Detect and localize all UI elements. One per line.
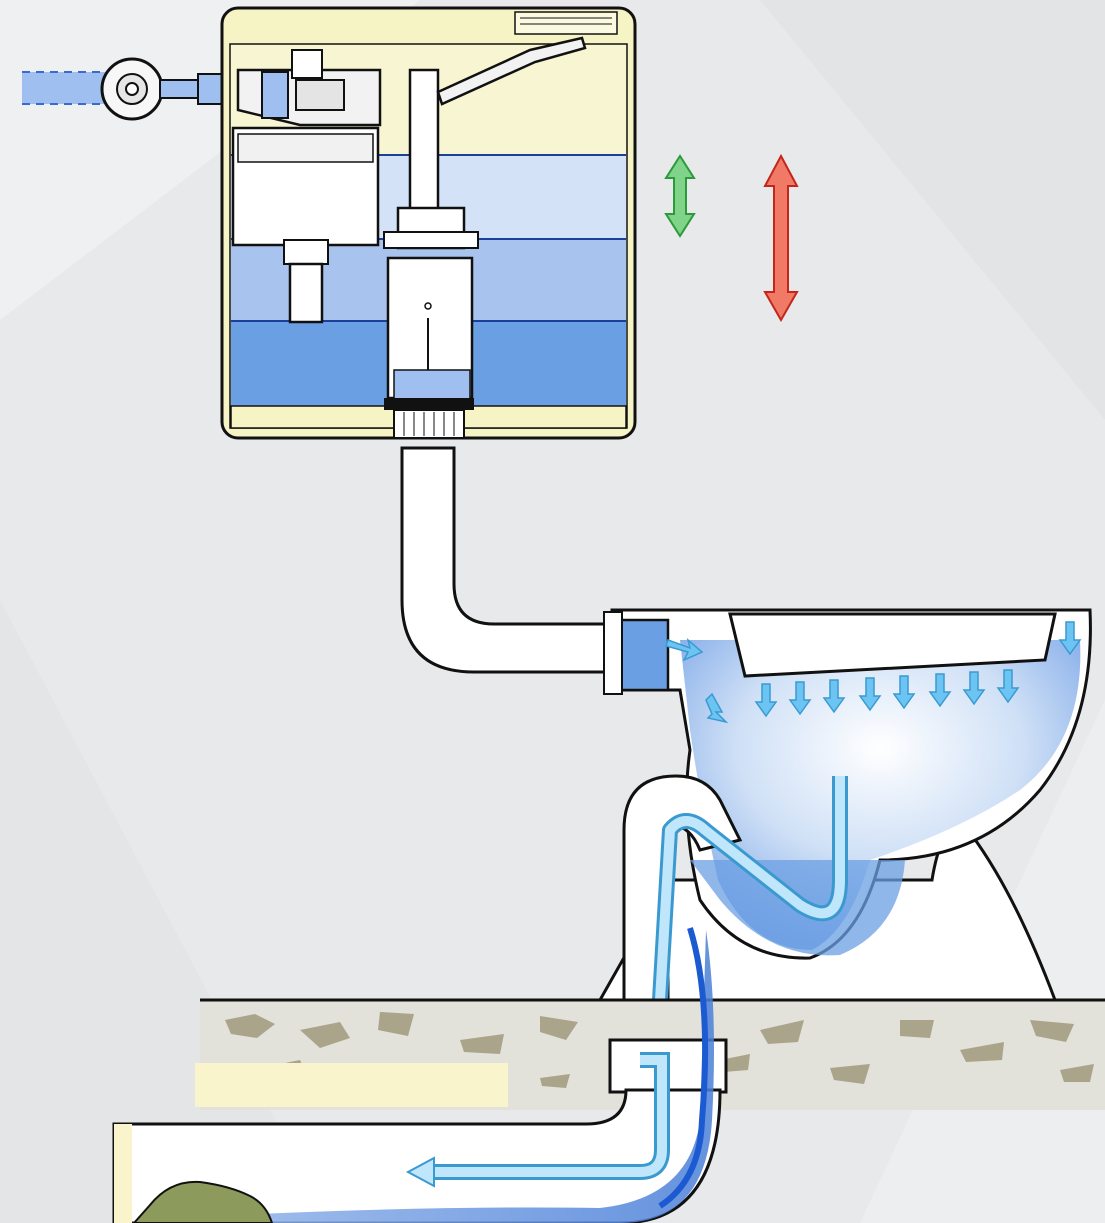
- full-flush-level-arrow: [763, 153, 799, 323]
- soil-pipe: [112, 927, 728, 1223]
- water-inlet-pipe: [22, 71, 114, 105]
- flush-valve: [383, 36, 587, 439]
- floor-label-box: [195, 1063, 508, 1107]
- flush-pipe: [400, 446, 620, 674]
- waste-deposit: [132, 1180, 274, 1223]
- rim-flow-arrows: [665, 621, 1082, 724]
- toilet-pan: [597, 608, 1092, 1002]
- small-flush-level-arrow: [664, 154, 696, 238]
- fill-valve: [231, 49, 382, 324]
